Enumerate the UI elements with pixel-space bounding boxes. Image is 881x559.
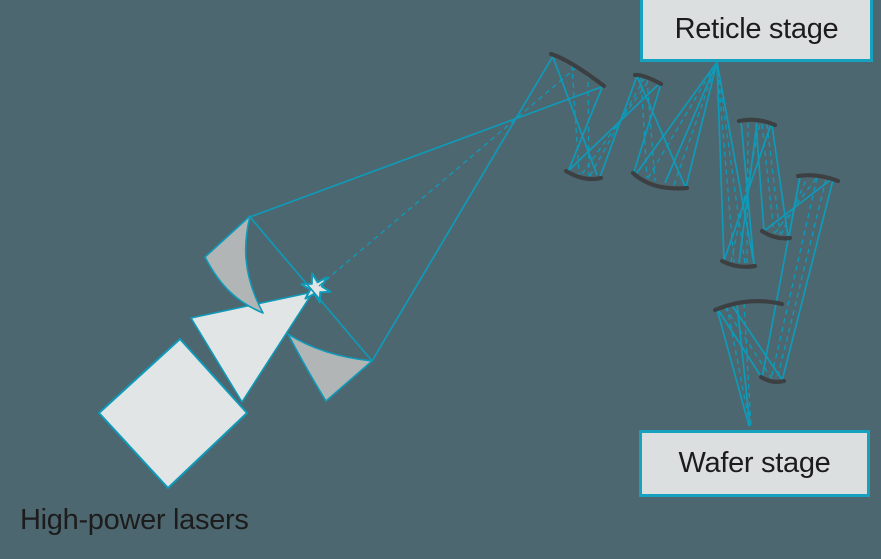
- beam-ray: [599, 75, 638, 178]
- beam-chief-ray: [571, 64, 580, 175]
- beam-ray: [371, 55, 554, 362]
- beam-chief-ray: [723, 305, 773, 380]
- reticle-stage-label-box: Reticle stage: [640, 0, 873, 62]
- beam-ray: [716, 308, 750, 427]
- projection-mirror-4: [795, 173, 841, 184]
- beam-ray: [755, 123, 765, 232]
- laser-box: [98, 338, 248, 489]
- high-power-lasers-caption: High-power lasers: [20, 504, 249, 536]
- beam-chief-ray: [761, 123, 775, 234]
- projection-mirror-6-wide: [712, 299, 785, 313]
- beam-chief-ray: [589, 76, 646, 177]
- beam-chief-ray: [581, 78, 651, 175]
- wafer-stage-label: Wafer stage: [678, 447, 831, 479]
- beam-rays: [249, 55, 834, 427]
- beam-ray: [716, 307, 763, 379]
- beam-chief-ray: [318, 65, 579, 287]
- beam-ray: [716, 61, 725, 262]
- mirrors: [548, 51, 841, 384]
- beam-chief-ray: [726, 305, 751, 427]
- beam-chief-ray: [673, 61, 718, 186]
- illuminator-mirror-2: [563, 168, 604, 182]
- beam-ray: [763, 177, 834, 232]
- beam-ray: [567, 84, 604, 173]
- collector-mirror-lower: [287, 333, 373, 402]
- beam-ray: [633, 83, 662, 173]
- illuminator-mirror-1: [548, 51, 607, 89]
- beam-ray: [771, 124, 789, 238]
- beam-ray: [552, 56, 598, 176]
- beam-ray: [636, 75, 686, 187]
- beam-chief-ray: [770, 177, 818, 380]
- beam-chief-ray: [716, 61, 746, 264]
- illuminator-mirror-3: [632, 72, 664, 87]
- beam-chief-ray: [646, 78, 656, 182]
- beam-ray: [249, 85, 605, 218]
- projection-mirror-2: [736, 117, 778, 128]
- plasma-star-icon: [300, 272, 332, 304]
- beam-ray: [249, 216, 373, 362]
- reticle-stage-label: Reticle stage: [674, 12, 839, 45]
- beam-chief-ray: [716, 61, 735, 263]
- beam-chief-ray: [730, 122, 761, 263]
- beam-ray: [635, 61, 718, 175]
- beam-chief-ray: [587, 72, 590, 177]
- projection-mirror-3: [759, 228, 793, 241]
- beam-ray: [738, 122, 758, 264]
- beam-chief-ray: [746, 121, 749, 264]
- beam-ray: [685, 61, 718, 188]
- beam-chief-ray: [776, 178, 827, 381]
- beam-ray: [716, 61, 755, 265]
- beam-ray: [781, 179, 834, 382]
- collector-mirror-upper: [204, 215, 264, 314]
- beam-ray: [736, 303, 751, 427]
- beam-ray: [761, 176, 801, 379]
- beam-chief-ray: [780, 175, 809, 236]
- laser-source-assembly: [98, 215, 373, 489]
- beam-ray: [664, 61, 718, 184]
- illuminator-mirror-4: [630, 170, 690, 191]
- beam-chief-ray: [647, 61, 718, 179]
- beam-chief-ray: [743, 302, 752, 427]
- projection-mirror-5-small: [758, 374, 787, 384]
- beam-ray: [730, 303, 784, 382]
- wafer-stage-label-box: Wafer stage: [639, 430, 870, 497]
- beam-chief-ray: [774, 176, 818, 234]
- beam-chief-ray: [766, 123, 781, 235]
- projection-mirror-1: [719, 258, 758, 269]
- beam-ray: [566, 82, 661, 173]
